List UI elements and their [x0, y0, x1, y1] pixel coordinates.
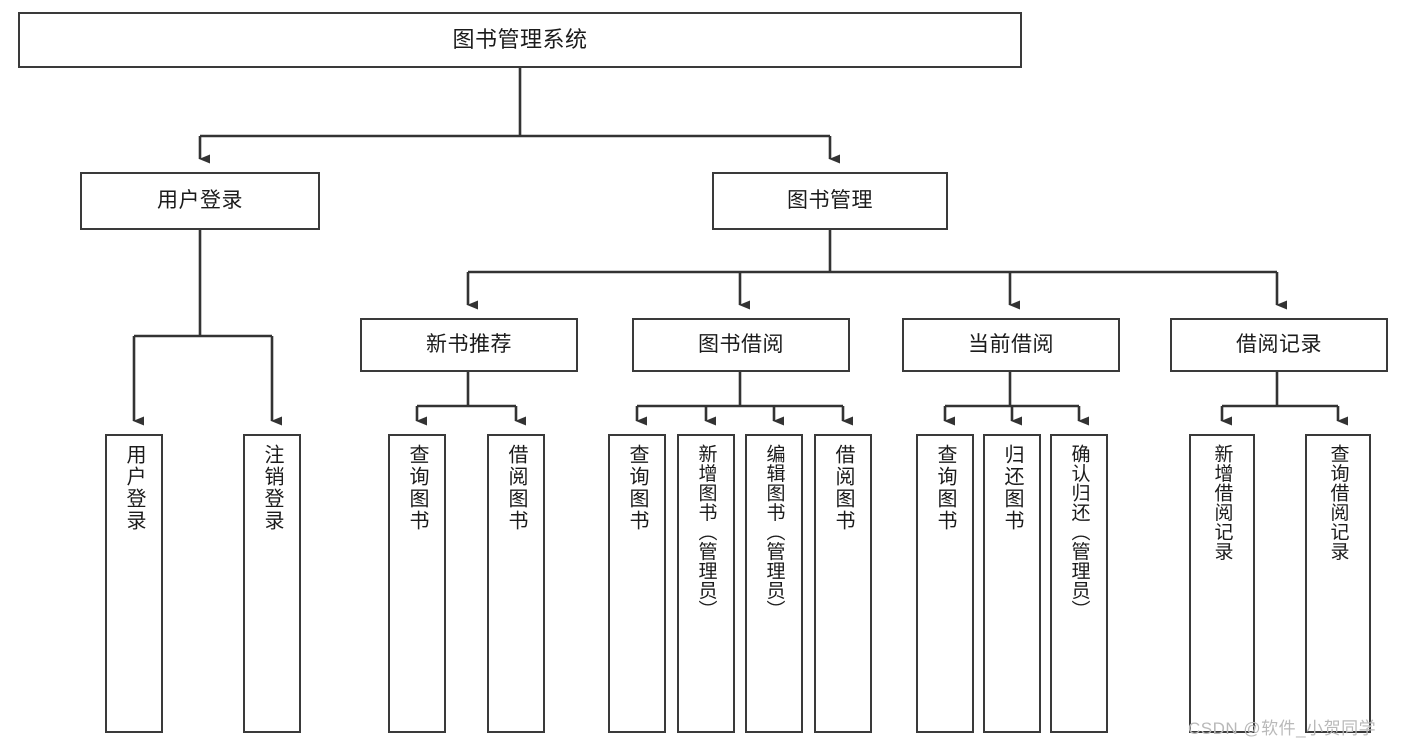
node-current-borrow-label: 当前借阅: [968, 332, 1054, 356]
leaf-borrow-book-recommend-label: 借阅图书: [505, 444, 527, 532]
leaf-query-book-current-label: 查询图书: [934, 444, 956, 532]
leaf-borrow-book[interactable]: 借阅图书: [814, 434, 872, 733]
leaf-query-borrow-record-label: 查询借阅记录: [1327, 444, 1349, 561]
leaf-confirm-return-admin-label: 确认归还（管理员）: [1068, 444, 1090, 620]
node-book-management-label: 图书管理: [787, 188, 873, 212]
node-new-book-recommend[interactable]: 新书推荐: [360, 318, 578, 372]
node-book-borrow-label: 图书借阅: [698, 332, 784, 356]
leaf-query-book-borrow-label: 查询图书: [626, 444, 648, 532]
node-user-login[interactable]: 用户登录: [80, 172, 320, 230]
leaf-edit-book-admin-label: 编辑图书（管理员）: [763, 444, 785, 620]
node-root-label: 图书管理系统: [452, 27, 588, 53]
leaf-logout[interactable]: 注销登录: [243, 434, 301, 733]
leaf-query-book-borrow[interactable]: 查询图书: [608, 434, 666, 733]
leaf-query-book-recommend-label: 查询图书: [406, 444, 428, 532]
node-user-login-label: 用户登录: [157, 188, 243, 212]
node-borrow-records-label: 借阅记录: [1236, 332, 1322, 356]
leaf-query-borrow-record[interactable]: 查询借阅记录: [1305, 434, 1371, 733]
node-root[interactable]: 图书管理系统: [18, 12, 1022, 68]
node-current-borrow[interactable]: 当前借阅: [902, 318, 1120, 372]
node-book-borrow[interactable]: 图书借阅: [632, 318, 850, 372]
leaf-return-book-label: 归还图书: [1001, 444, 1023, 532]
leaf-add-borrow-record[interactable]: 新增借阅记录: [1189, 434, 1255, 733]
leaf-logout-label: 注销登录: [261, 444, 283, 532]
leaf-query-book-current[interactable]: 查询图书: [916, 434, 974, 733]
leaf-borrow-book-label: 借阅图书: [832, 444, 854, 532]
leaf-return-book[interactable]: 归还图书: [983, 434, 1041, 733]
leaf-borrow-book-recommend[interactable]: 借阅图书: [487, 434, 545, 733]
leaf-query-book-recommend[interactable]: 查询图书: [388, 434, 446, 733]
csdn-watermark: CSDN @软件_小贺同学: [1188, 719, 1377, 738]
leaf-add-book-admin[interactable]: 新增图书（管理员）: [677, 434, 735, 733]
node-book-management[interactable]: 图书管理: [712, 172, 948, 230]
leaf-user-login[interactable]: 用户登录: [105, 434, 163, 733]
leaf-add-book-admin-label: 新增图书（管理员）: [695, 444, 717, 620]
node-new-book-recommend-label: 新书推荐: [426, 332, 512, 356]
node-borrow-records[interactable]: 借阅记录: [1170, 318, 1388, 372]
leaf-user-login-label: 用户登录: [123, 444, 145, 532]
leaf-add-borrow-record-label: 新增借阅记录: [1211, 444, 1233, 561]
leaf-confirm-return-admin[interactable]: 确认归还（管理员）: [1050, 434, 1108, 733]
leaf-edit-book-admin[interactable]: 编辑图书（管理员）: [745, 434, 803, 733]
